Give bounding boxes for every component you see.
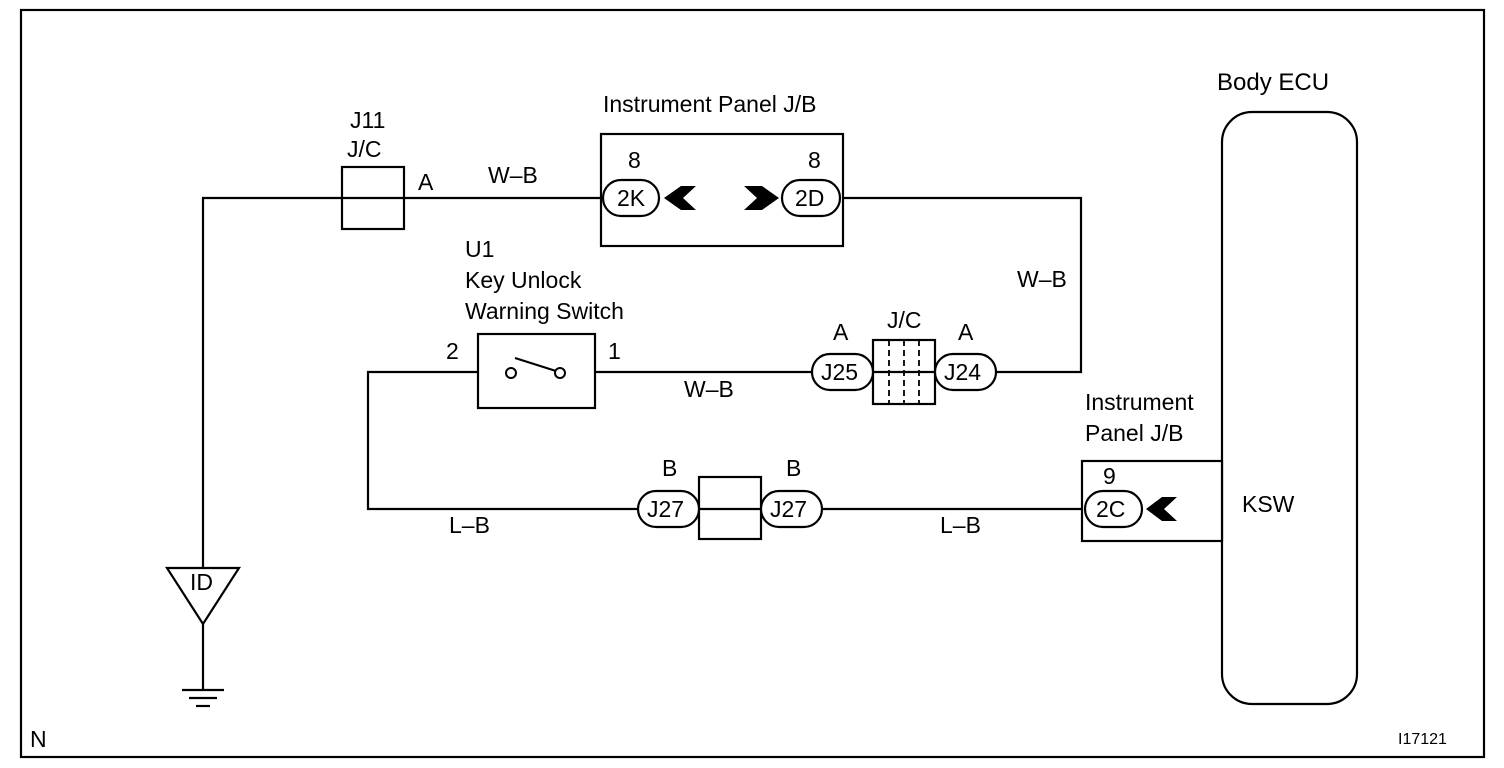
wire-top-label: W–B bbox=[488, 162, 538, 188]
switch-id: U1 bbox=[465, 236, 494, 262]
wire-right-label: W–B bbox=[1017, 266, 1067, 292]
connector-2k bbox=[601, 178, 661, 218]
ip-jb-top-pin-left: 8 bbox=[628, 147, 641, 173]
jc-bottom-left-terminal: B bbox=[662, 455, 677, 481]
connector-2c-chevron bbox=[1146, 497, 1177, 521]
jc-mid-left-terminal: A bbox=[833, 319, 849, 345]
ip-jb-bottom-title-line1: Instrument bbox=[1085, 389, 1194, 415]
connector-2d-label: 2D bbox=[795, 185, 824, 211]
figure-id: I17121 bbox=[1398, 731, 1447, 748]
connector-j25-label: J25 bbox=[821, 359, 858, 385]
body-ecu-terminal-name: KSW bbox=[1242, 491, 1295, 517]
connector-j25 bbox=[810, 352, 875, 392]
j11-terminal: A bbox=[418, 169, 434, 195]
wire-bottom-right-label: L–B bbox=[940, 512, 981, 538]
j11-label: J11 bbox=[350, 107, 385, 133]
wire-right-wb bbox=[843, 196, 1083, 374]
jc-mid-right-terminal: A bbox=[958, 319, 974, 345]
ip-jb-top-pin-right: 8 bbox=[808, 147, 821, 173]
connector-2k-label: 2K bbox=[617, 185, 646, 211]
wire-bottom-left-label: L–B bbox=[449, 512, 490, 538]
j11-jc-label: J/C bbox=[347, 136, 382, 162]
switch-blade bbox=[514, 356, 557, 373]
connector-2k-chevron bbox=[664, 186, 696, 210]
jc-bottom-right-terminal: B bbox=[786, 455, 801, 481]
switch-name-line1: Key Unlock bbox=[465, 267, 582, 293]
wire-middle-label: W–B bbox=[684, 376, 734, 402]
key-unlock-warning-switch bbox=[476, 332, 597, 410]
connector-j27-right bbox=[759, 489, 824, 529]
ground-junction-triangle bbox=[164, 566, 242, 627]
wires bbox=[201, 196, 1222, 690]
connector-2d bbox=[780, 178, 842, 218]
switch-contact-right bbox=[554, 367, 566, 379]
body-ecu-title: Body ECU bbox=[1217, 69, 1329, 96]
body-ecu-box bbox=[1220, 110, 1359, 706]
connector-2d-chevron bbox=[744, 186, 779, 210]
connector-j27-left-label: J27 bbox=[647, 496, 684, 522]
ground-id-label: ID bbox=[190, 569, 213, 595]
wire-bottom-left-lb bbox=[366, 370, 638, 511]
ground-symbol bbox=[182, 688, 224, 708]
connector-2c-label: 2C bbox=[1096, 496, 1125, 522]
ip-jb-bottom-pin: 9 bbox=[1103, 463, 1116, 489]
ip-jb-bottom-title-line2: Panel J/B bbox=[1085, 420, 1183, 446]
switch-contact-left bbox=[505, 367, 517, 379]
jc-mid-title: J/C bbox=[887, 307, 922, 333]
ip-jb-top-title: Instrument Panel J/B bbox=[603, 91, 817, 117]
connector-j27-right-label: J27 bbox=[770, 496, 807, 522]
switch-name-line2: Warning Switch bbox=[465, 298, 624, 324]
connector-j27-left bbox=[636, 489, 701, 529]
corner-label: N bbox=[30, 726, 47, 752]
connector-j24 bbox=[933, 352, 998, 392]
switch-pin-right: 1 bbox=[608, 338, 621, 364]
wire-top-wb bbox=[201, 196, 603, 578]
connector-2c bbox=[1083, 489, 1144, 529]
switch-pin-left: 2 bbox=[446, 338, 459, 364]
connector-j24-label: J24 bbox=[944, 359, 981, 385]
diagram-frame bbox=[19, 8, 1486, 759]
